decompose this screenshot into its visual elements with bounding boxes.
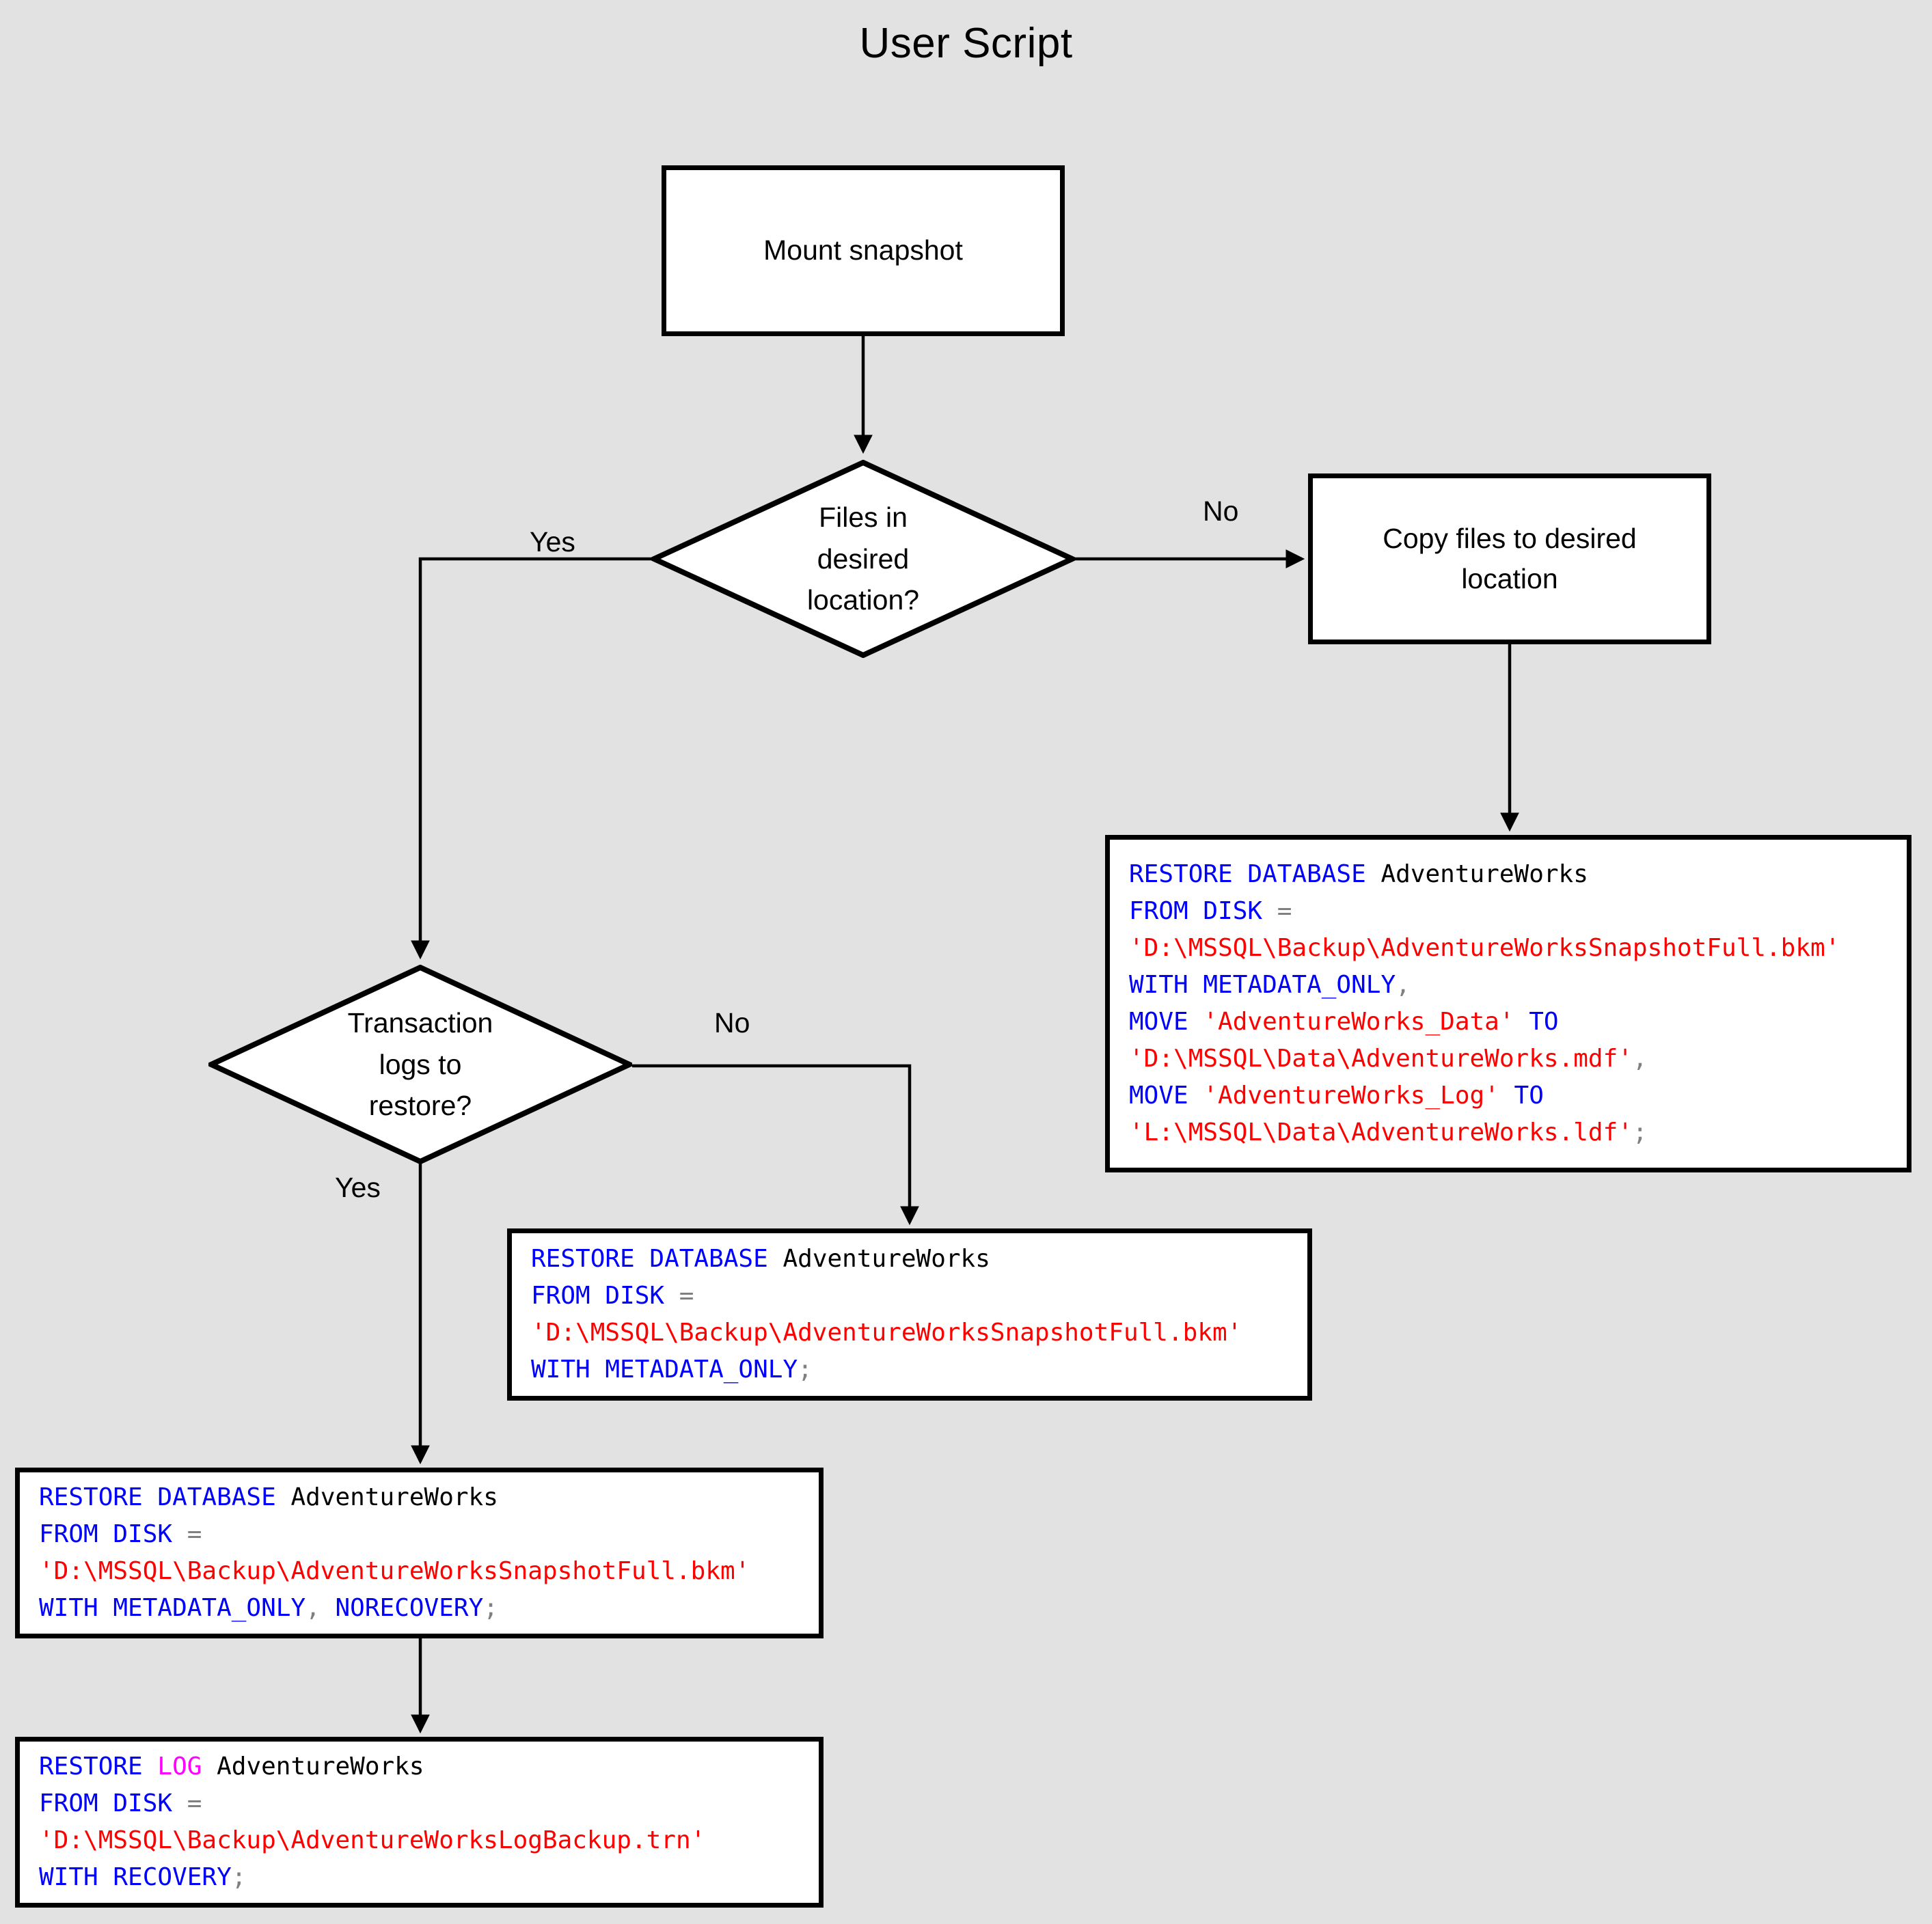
sql-line: RESTORE DATABASE AdventureWorks	[39, 1483, 498, 1511]
sql-line: 'D:\MSSQL\Backup\AdventureWorksSnapshotF…	[39, 1557, 750, 1585]
sql-line: FROM DISK =	[39, 1520, 202, 1548]
sql-line: WITH METADATA_ONLY,	[1129, 971, 1411, 999]
decision-transaction-logs[interactable]: Transaction logs to restore?	[208, 965, 632, 1164]
sql-line: 'L:\MSSQL\Data\AdventureWorks.ldf';	[1129, 1118, 1648, 1146]
edge-label-logs-no: No	[714, 1007, 750, 1039]
sql-line: MOVE 'AdventureWorks_Data' TO	[1129, 1008, 1559, 1036]
sql-line: RESTORE DATABASE AdventureWorks	[1129, 860, 1588, 888]
sql-line: 'D:\MSSQL\Backup\AdventureWorksSnapshotF…	[1129, 934, 1840, 962]
sql-line: RESTORE LOG AdventureWorks	[39, 1753, 424, 1781]
sql-line: FROM DISK =	[39, 1789, 202, 1817]
sql-line: MOVE 'AdventureWorks_Log' TO	[1129, 1082, 1544, 1110]
decision-files-in-desired-location[interactable]: Files in desired location?	[651, 460, 1075, 658]
node-mount-snapshot-label: Mount snapshot	[763, 234, 963, 266]
sql-line: 'D:\MSSQL\Backup\AdventureWorksSnapshotF…	[531, 1319, 1242, 1347]
node-mount-snapshot[interactable]: Mount snapshot	[662, 165, 1065, 336]
page-title: User Script	[859, 20, 1073, 67]
sql-line: 'D:\MSSQL\Backup\AdventureWorksLogBackup…	[39, 1826, 706, 1854]
sql-line: WITH METADATA_ONLY, NORECOVERY;	[39, 1594, 498, 1622]
decision-files-label: Files in desired location?	[806, 501, 920, 616]
edge-label-files-no: No	[1203, 495, 1239, 527]
sql-line: FROM DISK =	[1129, 897, 1292, 925]
node-copy-files-label: Copy files to desired location	[1383, 522, 1637, 594]
sql-line: WITH METADATA_ONLY;	[531, 1356, 813, 1384]
sql-line: RESTORE DATABASE AdventureWorks	[531, 1245, 990, 1273]
sql-line: 'D:\MSSQL\Data\AdventureWorks.mdf',	[1129, 1045, 1648, 1073]
decision-transaction-logs-label: Transaction logs to restore?	[347, 1006, 493, 1122]
node-copy-files[interactable]: Copy files to desired location	[1308, 473, 1711, 644]
sql-line: WITH RECOVERY;	[39, 1863, 247, 1891]
sql-line: FROM DISK =	[531, 1282, 694, 1310]
edge-label-files-yes: Yes	[530, 526, 575, 558]
edge-label-logs-yes: Yes	[335, 1172, 381, 1203]
